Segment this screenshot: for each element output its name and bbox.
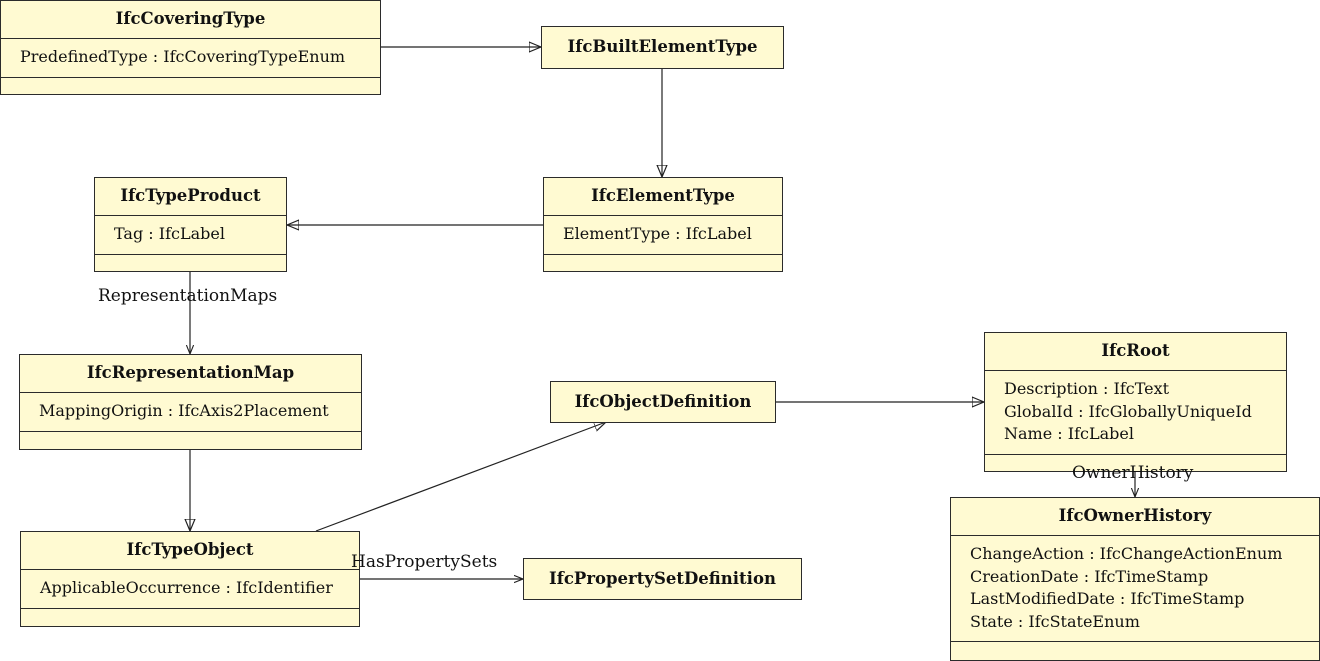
attribute: State : IfcStateEnum	[970, 611, 1140, 631]
operation-compartment	[20, 432, 361, 449]
attribute: LastModifiedDate : IfcTimeStamp	[970, 589, 1245, 608]
attribute: Description : IfcText	[1004, 379, 1170, 398]
class-name: IfcPropertySetDefinition	[549, 569, 776, 588]
operation-compartment	[21, 609, 359, 626]
attribute: MappingOrigin : IfcAxis2Placement	[39, 401, 329, 420]
attribute: PredefinedType : IfcCoveringTypeEnum	[20, 47, 346, 66]
class-ifctypeobject: IfcTypeObject ApplicableOccurrence : Ifc…	[20, 531, 360, 627]
class-ifcbuiltelementtype: IfcBuiltElementType	[541, 26, 784, 69]
edge-label-ownerhistory: OwnerHistory	[1072, 463, 1194, 483]
class-name: IfcRepresentationMap	[86, 363, 295, 382]
operation-compartment	[1, 78, 380, 95]
operation-compartment	[544, 255, 782, 272]
generalization-typeobject-objectdefinition	[315, 422, 606, 532]
class-ifcobjectdefinition: IfcObjectDefinition	[550, 381, 776, 423]
class-name: IfcOwnerHistory	[1058, 506, 1212, 525]
class-ifcpropertysetdefinition: IfcPropertySetDefinition	[523, 558, 802, 600]
attribute-list: ElementType : IfcLabel	[544, 215, 782, 255]
class-name: IfcCoveringType	[115, 9, 266, 28]
attribute: Name : IfcLabel	[1004, 424, 1134, 443]
attribute-list: ChangeAction : IfcChangeActionEnum Creat…	[951, 535, 1319, 642]
attribute-list: MappingOrigin : IfcAxis2Placement	[20, 392, 361, 432]
attribute: ElementType : IfcLabel	[563, 224, 752, 243]
operation-compartment	[95, 255, 286, 272]
class-name: IfcRoot	[1101, 341, 1170, 360]
class-ifccoveringtype: IfcCoveringType PredefinedType : IfcCove…	[0, 0, 381, 95]
class-name: IfcObjectDefinition	[574, 392, 752, 411]
attribute-list: PredefinedType : IfcCoveringTypeEnum	[1, 38, 380, 78]
attribute-list: Description : IfcText GlobalId : IfcGlob…	[985, 370, 1286, 455]
class-name: IfcTypeProduct	[120, 186, 261, 205]
attribute: CreationDate : IfcTimeStamp	[970, 566, 1209, 586]
attribute-list: ApplicableOccurrence : IfcIdentifier	[21, 569, 359, 609]
class-ifcrepresentationmap: IfcRepresentationMap MappingOrigin : Ifc…	[19, 354, 362, 450]
class-name: IfcBuiltElementType	[567, 37, 758, 56]
class-name: IfcTypeObject	[126, 540, 254, 559]
edge-label-haspropertysets: HasPropertySets	[351, 552, 498, 572]
attribute: ChangeAction : IfcChangeActionEnum	[970, 544, 1283, 563]
attribute: Tag : IfcLabel	[114, 224, 225, 243]
class-ifcroot: IfcRoot Description : IfcText GlobalId :…	[984, 332, 1287, 472]
attribute: ApplicableOccurrence : IfcIdentifier	[40, 578, 333, 597]
attribute: GlobalId : IfcGloballyUniqueId	[1004, 401, 1252, 421]
class-name: IfcElementType	[591, 186, 735, 205]
class-ifctypeproduct: IfcTypeProduct Tag : IfcLabel	[94, 177, 287, 272]
operation-compartment	[951, 642, 1319, 659]
attribute-list: Tag : IfcLabel	[95, 215, 286, 255]
class-ifcelementtype: IfcElementType ElementType : IfcLabel	[543, 177, 783, 272]
class-ifcownerhistory: IfcOwnerHistory ChangeAction : IfcChange…	[950, 497, 1320, 661]
edge-label-representationmaps: RepresentationMaps	[98, 286, 278, 306]
